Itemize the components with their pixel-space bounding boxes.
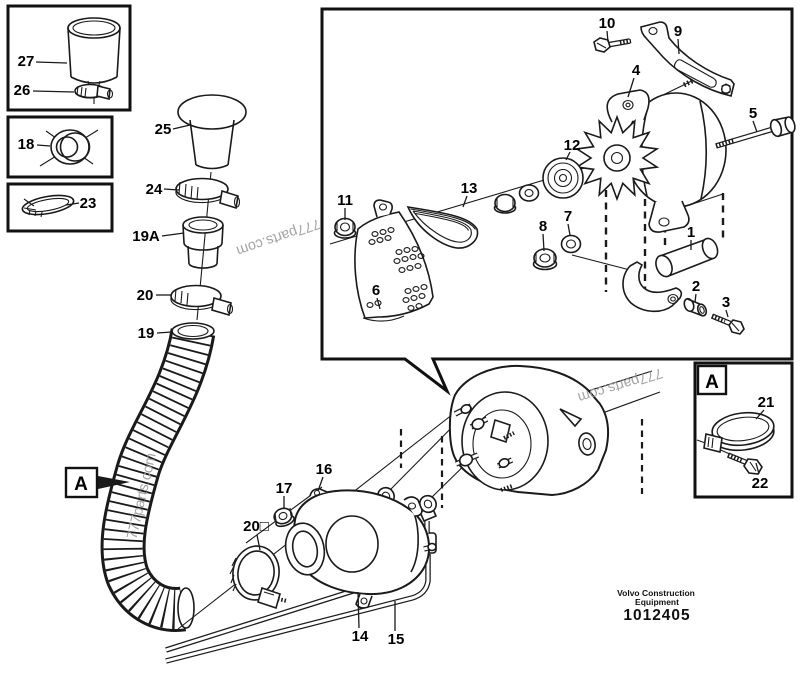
- clamp-23-drawing: [21, 194, 75, 218]
- inset-box-air-filter: [6, 4, 132, 112]
- nut-8-drawing: [532, 248, 558, 271]
- bracket-9-drawing: [640, 21, 735, 97]
- leader-lines: [32, 30, 765, 631]
- terminal-studs: [453, 403, 515, 492]
- part-label-6: 6: [372, 282, 380, 299]
- part-label-20: 20: [137, 287, 154, 304]
- fan-wheel-drawing: [574, 114, 660, 202]
- hose-19-drawing: [100, 322, 216, 632]
- shaft-nut-drawing: [493, 193, 517, 214]
- part-label-26: 26: [14, 82, 31, 99]
- part-label-20b: 20□: [243, 518, 269, 535]
- part-label-14: 14: [352, 628, 369, 645]
- part-label-23: 23: [80, 195, 97, 212]
- part-label-18: 18: [18, 136, 35, 153]
- part-label-24: 24: [146, 181, 163, 198]
- part-label-3: 3: [722, 294, 730, 311]
- part-label-11: 11: [337, 192, 353, 209]
- grommet-18-drawing: [39, 129, 99, 167]
- part-label-27: 27: [18, 53, 35, 70]
- part-label-12: 12: [564, 137, 581, 154]
- belt-guard-6-drawing: [354, 199, 434, 322]
- watermark-text: 777parts.com: [234, 215, 322, 259]
- detail-a-title: A: [705, 372, 719, 393]
- view-marker-arrow: [98, 476, 130, 489]
- part-label-7: 7: [564, 208, 572, 225]
- footer-block: Volvo Construction Equipment 1012405: [617, 588, 695, 624]
- air-filter-27-drawing: [67, 17, 121, 104]
- cable-15-drawing: [165, 494, 438, 664]
- part-labels: 27 26 18 23 25 24 19A 20 19 10 9 4 5 12 …: [14, 15, 775, 648]
- part-label-19a: 19A: [132, 228, 160, 245]
- part-label-25: 25: [155, 121, 172, 138]
- v-belt-13-drawing: [406, 205, 479, 249]
- nut-11-drawing: [333, 217, 357, 239]
- clamp-21-drawing: [696, 411, 775, 463]
- part-label-15: 15: [388, 631, 405, 648]
- adapter-19a-drawing: [182, 216, 224, 269]
- cap-25-drawing: [177, 94, 247, 170]
- precleaner-column: [170, 94, 247, 321]
- mounting-bracket-1-drawing: [622, 237, 719, 313]
- part-label-5: 5: [749, 105, 757, 122]
- hose-clamp-20b-drawing: [229, 545, 288, 610]
- part-label-9: 9: [674, 23, 682, 40]
- pulley-12-drawing: [542, 157, 584, 199]
- part-label-8: 8: [539, 218, 547, 235]
- view-marker-a-label: A: [74, 474, 88, 495]
- spacer-2-drawing: [683, 297, 708, 317]
- part-label-17: 17: [276, 480, 293, 497]
- part-label-4: 4: [632, 62, 641, 79]
- nut-17-drawing: [273, 507, 295, 528]
- washer-7-drawing: [560, 234, 582, 254]
- main-assembly: [329, 21, 796, 335]
- part-label-10: 10: [599, 15, 616, 32]
- hose-clamp-26-drawing: [74, 83, 114, 101]
- part-label-19: 19: [138, 325, 155, 342]
- inset-box-clamp: [6, 182, 114, 233]
- lower-assembly: [165, 364, 661, 664]
- part-label-21: 21: [758, 394, 775, 411]
- main-callout-box: [320, 7, 794, 396]
- detail-box-a: A: [693, 361, 794, 499]
- part-label-16: 16: [316, 461, 333, 478]
- bolt-3-drawing: [710, 313, 745, 335]
- hose-clamp-24-drawing: [175, 177, 241, 210]
- bolt-5-drawing: [715, 116, 796, 149]
- part-label-22: 22: [752, 475, 769, 492]
- part-label-13: 13: [461, 180, 478, 197]
- part-label-2: 2: [692, 278, 700, 295]
- shaft-washer-drawing: [518, 184, 540, 202]
- document-number: 1012405: [623, 607, 690, 624]
- bolt-10-drawing: [593, 37, 632, 53]
- part-label-1: 1: [687, 224, 695, 241]
- inset-box-grommet: [6, 115, 114, 179]
- view-marker-a: A: [64, 466, 130, 499]
- brand-line-2: Equipment: [635, 597, 679, 607]
- brand-line-1: Volvo Construction: [617, 588, 695, 598]
- watermark-text: 777parts.com: [576, 364, 665, 405]
- fan-cover-16-drawing: [284, 488, 437, 609]
- installed-alternator-drawing: [448, 364, 609, 497]
- hose-clamp-20-drawing: [170, 284, 234, 317]
